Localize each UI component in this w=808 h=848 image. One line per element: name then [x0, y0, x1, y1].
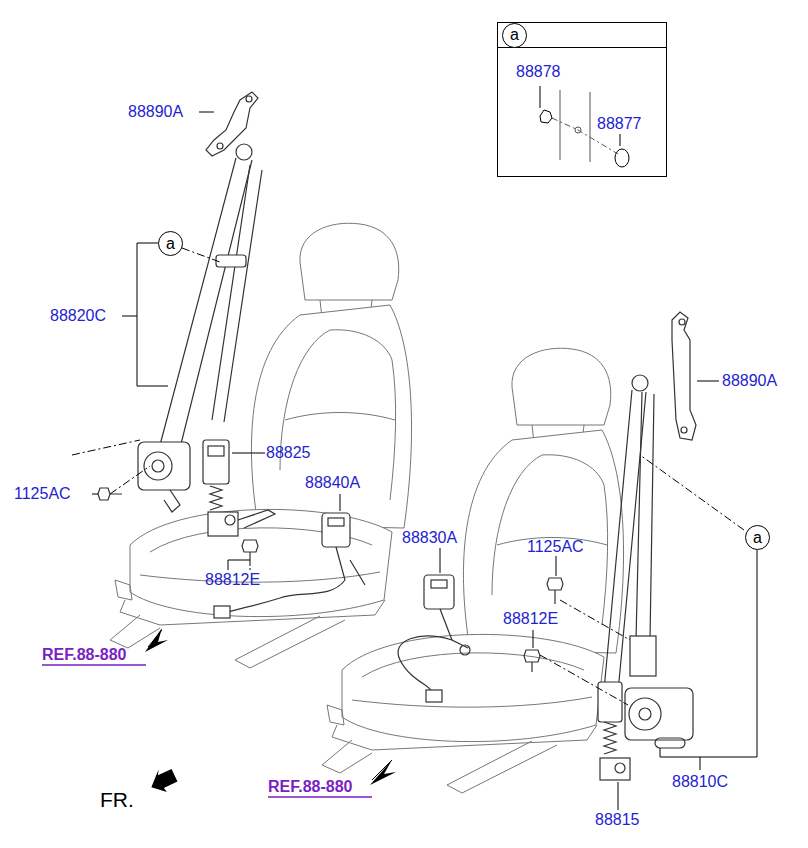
- callout-number: 88825: [266, 444, 311, 462]
- callout-number: 88877: [597, 115, 642, 133]
- reference-label: REF.88-880: [268, 778, 353, 796]
- callout-number: 88820C: [50, 307, 106, 325]
- reference-letter: a: [510, 27, 519, 43]
- callout-number: 88840A: [305, 474, 360, 492]
- callout-number: 88810C: [672, 773, 728, 791]
- callout-number: 1125AC: [14, 485, 71, 503]
- reference-label: REF.88-880: [42, 646, 127, 664]
- inset-header: a: [498, 23, 666, 48]
- callout-number: 88812E: [205, 571, 260, 589]
- reference-circle: a: [745, 525, 770, 550]
- reference-letter: a: [166, 236, 175, 252]
- callout-number: 1125AC: [527, 538, 584, 556]
- reference-circle: a: [502, 23, 527, 48]
- callout-number: 88830A: [402, 529, 457, 547]
- reference-circle: a: [158, 231, 183, 256]
- callout-number: 88812E: [503, 610, 558, 628]
- callout-number: 88890A: [128, 103, 183, 121]
- callout-number: 88815: [595, 811, 640, 829]
- callout-number: 88890A: [722, 372, 777, 390]
- front-indicator: FR.: [100, 789, 134, 811]
- callout-number: 88878: [516, 63, 561, 81]
- reference-letter: a: [753, 530, 762, 546]
- detail-inset: a: [497, 22, 667, 177]
